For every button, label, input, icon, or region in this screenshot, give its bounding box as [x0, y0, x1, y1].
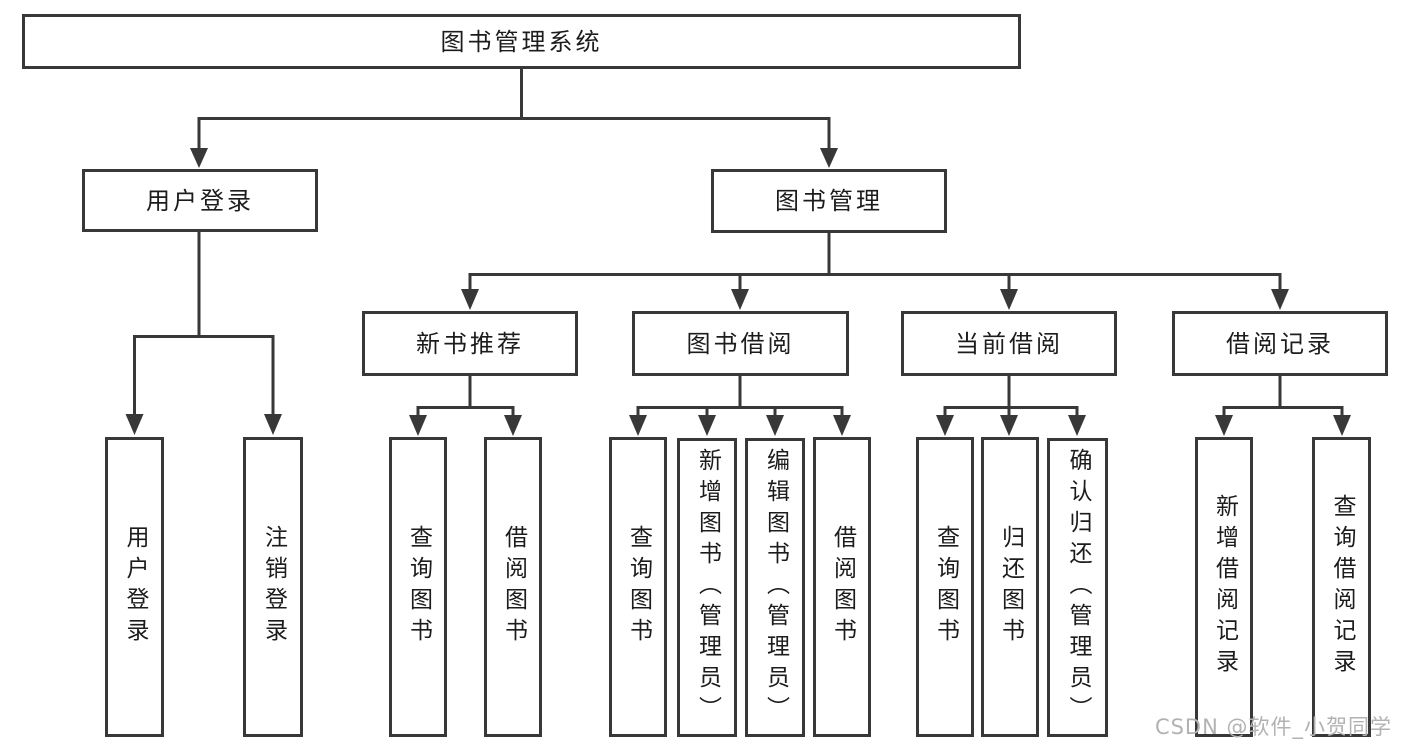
- node-new-book: 新书推荐: [362, 311, 578, 376]
- watermark: CSDN @软件_小贺同学: [1154, 715, 1392, 739]
- node-borrow-add-admin: 新增图书（管理员）: [677, 438, 737, 737]
- connector-root-to-level2: [190, 68, 838, 168]
- connector-current-children: [936, 376, 1086, 436]
- node-user-login: 用户登录: [82, 169, 318, 232]
- connector-records-children: [1215, 376, 1351, 436]
- node-records: 借阅记录: [1172, 311, 1388, 376]
- node-borrow-edit-admin: 编辑图书（管理员）: [745, 438, 805, 737]
- connector-book-mgmt-to-level3: [461, 233, 1289, 310]
- node-current-confirm-admin: 确认归还（管理员）: [1047, 438, 1108, 737]
- node-records-add: 新增借阅记录: [1195, 437, 1253, 737]
- node-borrow: 图书借阅: [632, 311, 849, 376]
- node-logout: 注销登录: [243, 437, 303, 737]
- node-book-mgmt: 图书管理: [711, 169, 947, 233]
- node-borrow-borrow: 借阅图书: [813, 437, 871, 737]
- node-root: 图书管理系统: [22, 14, 1021, 69]
- node-current-query: 查询图书: [916, 437, 974, 737]
- node-records-query: 查询借阅记录: [1312, 437, 1371, 737]
- node-current: 当前借阅: [901, 311, 1117, 376]
- node-current-return: 归还图书: [981, 437, 1039, 737]
- node-new-book-query: 查询图书: [389, 437, 447, 737]
- node-new-book-borrow: 借阅图书: [484, 437, 542, 737]
- node-borrow-query: 查询图书: [609, 437, 667, 737]
- connector-borrow-children: [629, 376, 851, 436]
- connector-new-book-children: [409, 376, 522, 436]
- node-login: 用户登录: [105, 437, 164, 737]
- connector-user-login-children: [125, 232, 282, 435]
